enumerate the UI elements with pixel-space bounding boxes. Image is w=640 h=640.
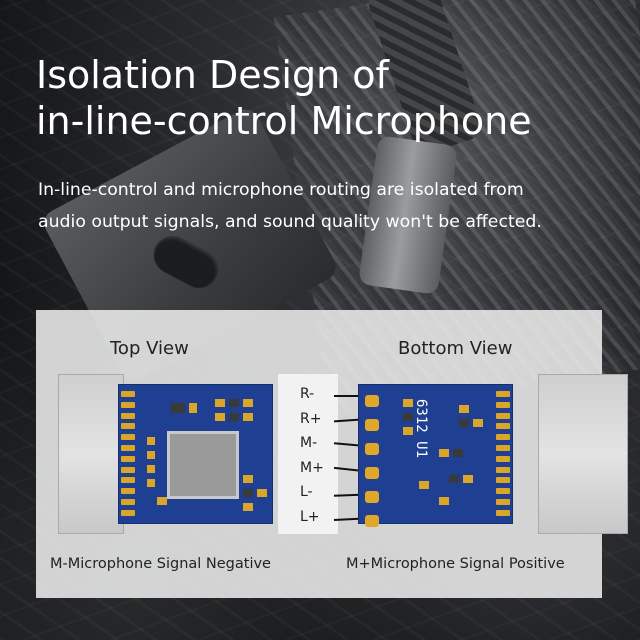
right-connector (538, 374, 628, 534)
pin-label-column: R- R+ M- M+ L- L+ (300, 382, 340, 529)
legend-negative: M-Microphone Signal Negative (50, 556, 271, 572)
legend-positive: M+Microphone Signal Positive (346, 556, 565, 572)
edge-pads-right (496, 391, 510, 519)
description: In-line-control and microphone routing a… (38, 174, 638, 238)
description-line-2: audio output signals, and sound quality … (38, 212, 542, 232)
pcb-top-view (118, 384, 273, 524)
pin-label: L- (300, 484, 313, 500)
edge-pads-left (121, 391, 135, 519)
bottom-view-label: Bottom View (398, 338, 513, 359)
circuit-diagram-panel: Top View Bottom View (36, 310, 628, 598)
description-line-1: In-line-control and microphone routing a… (38, 180, 524, 200)
top-view-label: Top View (110, 338, 189, 359)
headline-line-1: Isolation Design of (36, 53, 389, 97)
left-connector (58, 374, 124, 534)
center-gap (278, 374, 338, 534)
pin-label: M+ (300, 459, 324, 476)
solder-pads (365, 395, 381, 539)
ic-chip (167, 431, 239, 499)
pcb-bottom-view: 6312 U1 (358, 384, 513, 527)
pin-label: L+ (300, 508, 320, 525)
pcb-strip: R- R+ M- M+ L- L+ 6312 U1 (58, 374, 628, 534)
pin-label: R- (300, 386, 315, 402)
pin-label: R+ (300, 410, 322, 427)
headline: Isolation Design of in-line-control Micr… (36, 52, 616, 144)
headline-line-2: in-line-control Microphone (36, 99, 532, 143)
pin-label: M- (300, 435, 318, 451)
silkscreen-label: 6312 U1 (413, 399, 429, 459)
